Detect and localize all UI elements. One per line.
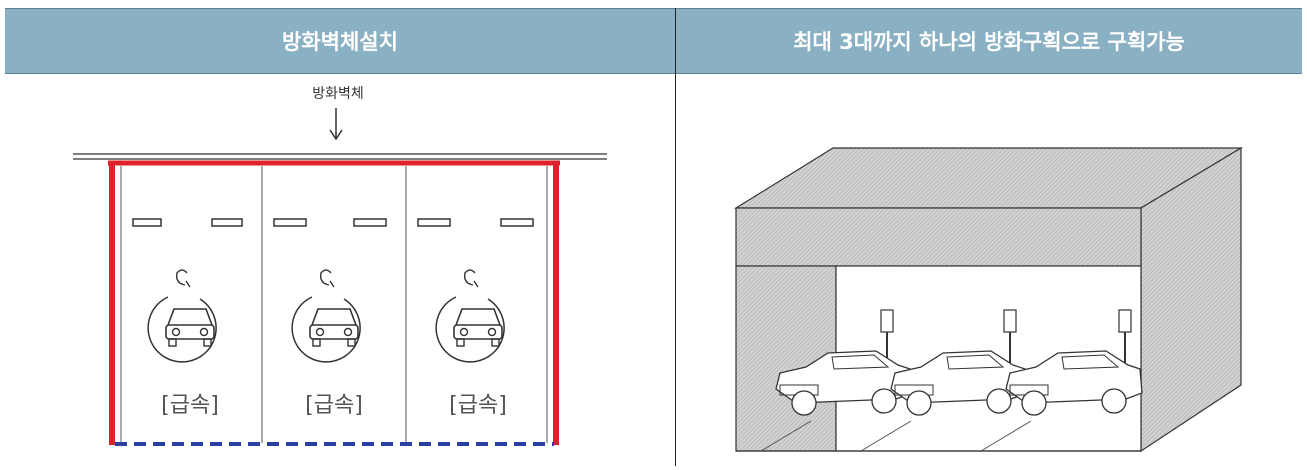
slot-label: [급속] [305,393,363,418]
column-divider [675,8,676,466]
header-right-text: 최대 3대까지 하나의 방화구획으로 구획가능 [793,30,1185,54]
top-wall-line [73,153,607,160]
slot-label: [급속] [449,393,507,418]
down-arrow-icon [329,108,343,141]
parking-slot-2: [급속] [273,218,387,418]
parking-slot-3: [급속] [417,218,534,418]
car-3 [1005,350,1143,416]
ev-charging-icon [147,269,217,363]
fire-wall-outline [108,160,560,445]
wall-label: 방화벽체 [312,86,364,102]
ev-charging-icon [435,269,505,363]
parking-slot-1: [급속] [132,218,243,418]
comparison-table: 방화벽체설치 최대 3대까지 하나의 방화구획으로 구획가능 방화벽체 [5,5,1302,466]
header-fire-wall: 방화벽체설치 [5,8,675,74]
fire-wall-plan-diagram: 방화벽체 [73,86,607,446]
header-left-text: 방화벽체설치 [282,30,398,54]
slot-label: [급속] [161,393,219,418]
fire-compartment-diagram [733,146,1244,453]
ev-charging-icon [291,269,361,363]
charger-2 [1003,309,1017,373]
header-fire-compartment: 최대 3대까지 하나의 방화구획으로 구획가능 [676,8,1302,74]
fire-compartment-panel [676,73,1302,466]
car-1 [775,350,913,416]
fire-wall-plan-panel: 방화벽체 [5,73,675,466]
car-2 [890,350,1028,416]
front-lintel [735,207,1142,267]
